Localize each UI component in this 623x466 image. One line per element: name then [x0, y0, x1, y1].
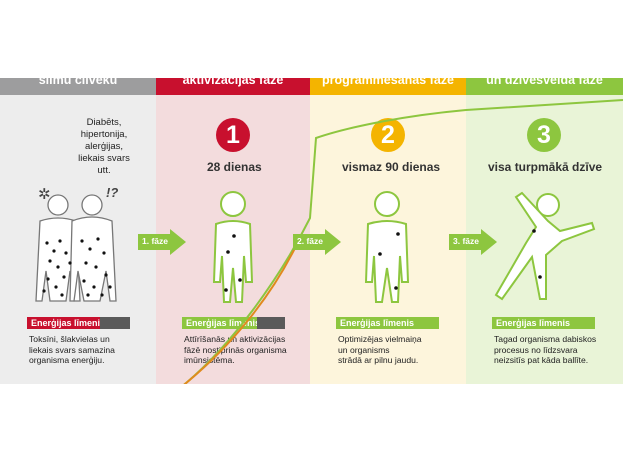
person-figure	[212, 191, 254, 303]
energy-level-bar: Enerģijas līmenis	[182, 317, 285, 329]
energy-level-bar: Enerģijas līmenis	[27, 317, 130, 329]
column-header: un dzīvesveida fāze	[466, 78, 623, 95]
sick-people-figures	[35, 194, 117, 302]
infographic: slimu cilvēku Diabēts, hipertonija, aler…	[0, 78, 623, 384]
column-header: aktivizācijas fāze	[156, 78, 310, 95]
phase-number-badge: 2	[371, 118, 405, 152]
column-sick-person: slimu cilvēku Diabēts, hipertonija, aler…	[0, 78, 156, 384]
phase-description: Toksīni, šlakvielas un liekais svars sam…	[29, 334, 115, 365]
energy-curve	[183, 99, 623, 384]
phase-arrow-2-label: 2. fāze	[297, 236, 323, 246]
column-lifestyle-phase: un dzīvesveida fāze 3 visa turpmākā dzīv…	[466, 78, 623, 384]
phase-duration: visa turpmākā dzīve	[488, 160, 603, 174]
phase-arrow-1-label: 1. fāze	[142, 236, 168, 246]
phase-duration: 28 dienas	[207, 160, 262, 174]
phase-arrow-1	[138, 229, 186, 255]
disease-list: Diabēts, hipertonija, alerģijas, liekais…	[78, 117, 130, 176]
phase-arrow-2	[293, 229, 341, 255]
phase-description: Tagad organisma dabiskos procesus no līd…	[494, 334, 597, 365]
phase-description: Optimizējas vielmaiņa un organisms strād…	[338, 334, 422, 365]
phase-duration: vismaz 90 dienas	[342, 160, 441, 174]
energy-level-bar: Enerģijas līmenis	[336, 317, 439, 329]
question-icon: !?	[106, 185, 119, 200]
sick-person-right	[69, 194, 117, 302]
energy-level-bar: Enerģijas līmenis	[492, 317, 595, 329]
person-figure	[364, 191, 410, 303]
phase-arrow-3-label: 3. fāze	[453, 236, 479, 246]
column-header: programmēšanas fāze	[310, 78, 466, 95]
jumping-person-figure	[494, 191, 596, 301]
column-header: slimu cilvēku	[0, 78, 156, 95]
phase-arrow-3	[449, 229, 497, 255]
shock-icon: ✲	[38, 186, 51, 203]
phase-number-badge: 1	[216, 118, 250, 152]
phase-number-badge: 3	[527, 118, 561, 152]
